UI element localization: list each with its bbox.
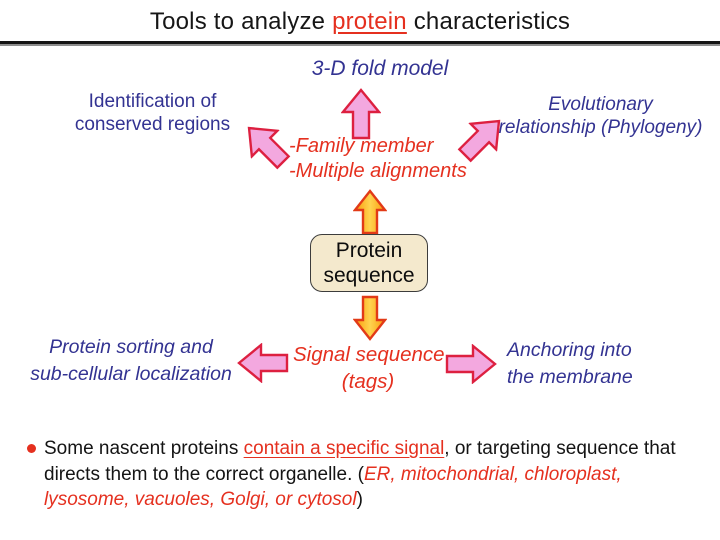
arrow-up-pink-icon <box>341 88 381 140</box>
bullet-text-before: Some nascent proteins <box>44 438 244 459</box>
protein-sequence-line2: sequence <box>323 264 415 287</box>
label-signal-line1: Signal sequence <box>293 343 445 366</box>
bullet-text-after: ) <box>356 489 363 510</box>
label-signal-sequence: Signal sequence (tags) <box>293 341 445 395</box>
page-title: Tools to analyze protein characteristics <box>0 8 720 36</box>
label-sorting-line1: Protein sorting and <box>49 336 213 358</box>
label-multiple-alignments: -Multiple alignments <box>289 160 467 182</box>
label-evolutionary-line1: Evolutionary <box>548 94 653 115</box>
bullet-organelles-list: ER, mitochondrial, chloroplast, lysosome… <box>44 463 622 511</box>
arrow-down-orange-icon <box>353 295 387 341</box>
title-divider-dark <box>0 41 720 44</box>
label-family-member: -Family member <box>289 135 434 157</box>
label-evolutionary-relationship: Evolutionary relationship (Phylogeny) <box>488 93 713 139</box>
label-anchoring-line1: Anchoring into <box>507 339 632 361</box>
title-prefix: Tools to analyze <box>149 8 333 35</box>
bullet-text: Some nascent proteins contain a specific… <box>44 436 692 513</box>
label-conserved-line1: Identification of <box>88 91 217 112</box>
label-sorting-line2: sub-cellular localization <box>30 362 232 385</box>
label-conserved-line2: conserved regions <box>74 114 231 135</box>
bullet-item: Some nascent proteins contain a specific… <box>27 436 699 513</box>
label-family-alignments: -Family member -Multiple alignments <box>289 134 467 184</box>
arrow-right-pink-icon <box>445 344 497 384</box>
label-3d-fold-model: 3-D fold model <box>311 57 449 80</box>
label-signal-line2: (tags) <box>341 370 395 393</box>
label-conserved-regions: Identification of conserved regions <box>55 90 250 136</box>
bullet-text-middle: , or targeting sequence that directs the… <box>44 438 676 485</box>
arrow-up-orange-icon <box>353 189 387 235</box>
label-anchoring-membrane: Anchoring into the membrane <box>507 337 633 390</box>
protein-sequence-line1: Protein <box>335 239 403 262</box>
label-anchoring-line2: the membrane <box>507 365 633 388</box>
arrow-up-right-pink-icon <box>457 119 501 163</box>
bullet-dot-icon <box>27 444 36 453</box>
title-suffix: characteristics <box>406 8 571 35</box>
bullet-signal-phrase: contain a specific signal <box>243 438 445 459</box>
arrow-left-pink-icon <box>237 343 289 383</box>
arrow-up-left-pink-icon <box>247 126 291 170</box>
title-highlight-protein: protein <box>332 8 407 35</box>
protein-sequence-box: Protein sequence <box>310 234 428 292</box>
title-divider-gray <box>0 44 720 46</box>
label-evolutionary-line2: relationship (Phylogeny) <box>498 117 703 138</box>
label-protein-sorting: Protein sorting and sub-cellular localiz… <box>22 334 240 387</box>
